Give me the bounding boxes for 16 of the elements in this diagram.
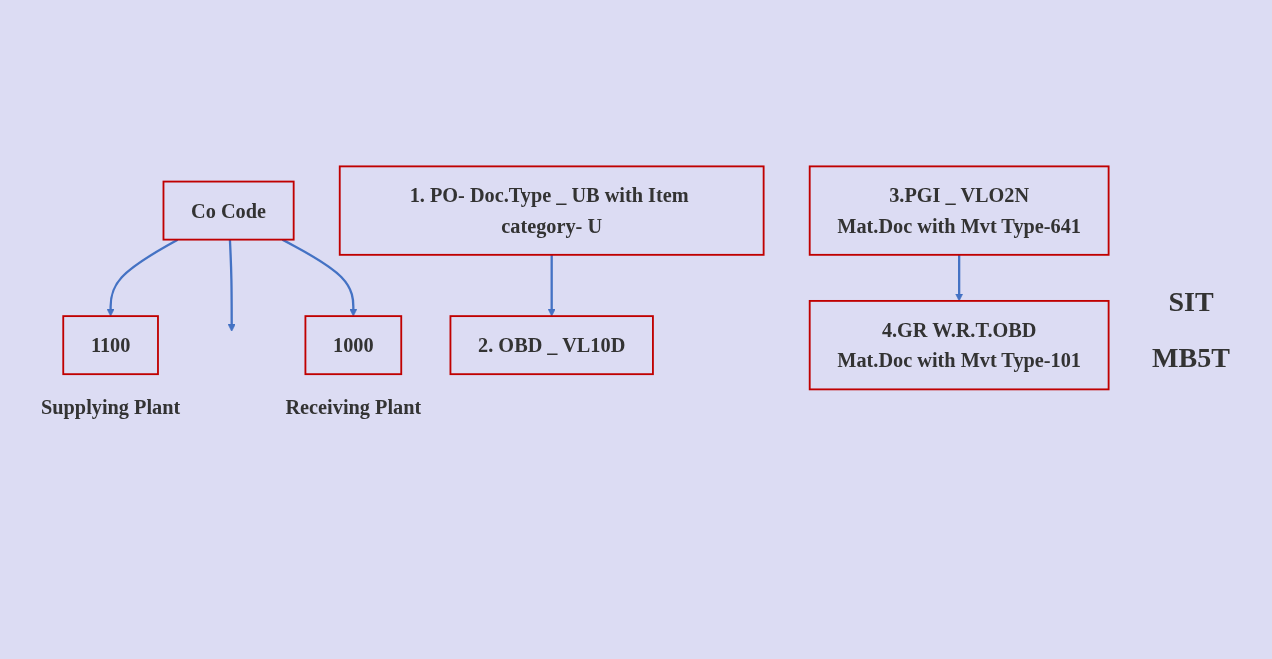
node-label: Receiving Plant <box>285 394 422 418</box>
node-box: 3.PGI _ VLO2N Mat.Doc with Mvt Type-641 <box>808 165 1110 256</box>
arrow <box>955 254 964 301</box>
node-label: Supplying Plant <box>41 394 181 418</box>
node-box: Co Code <box>162 180 295 241</box>
node-box: 1. PO- Doc.Type _ UB with Item category- U <box>338 165 765 256</box>
node-box: 1100 <box>62 314 159 375</box>
node-box: 4.GR W.R.T.OBD Mat.Doc with Mvt Type-101 <box>808 299 1110 390</box>
arrow <box>227 239 236 332</box>
arrow <box>106 238 179 317</box>
arrow <box>547 254 556 317</box>
node-box: 1000 <box>304 314 403 375</box>
node-box: 2. OBD _ VL10D <box>449 314 654 375</box>
note-text: SIT <box>1167 285 1215 318</box>
arrow <box>281 238 358 317</box>
note-text: MB5T <box>1151 341 1231 374</box>
